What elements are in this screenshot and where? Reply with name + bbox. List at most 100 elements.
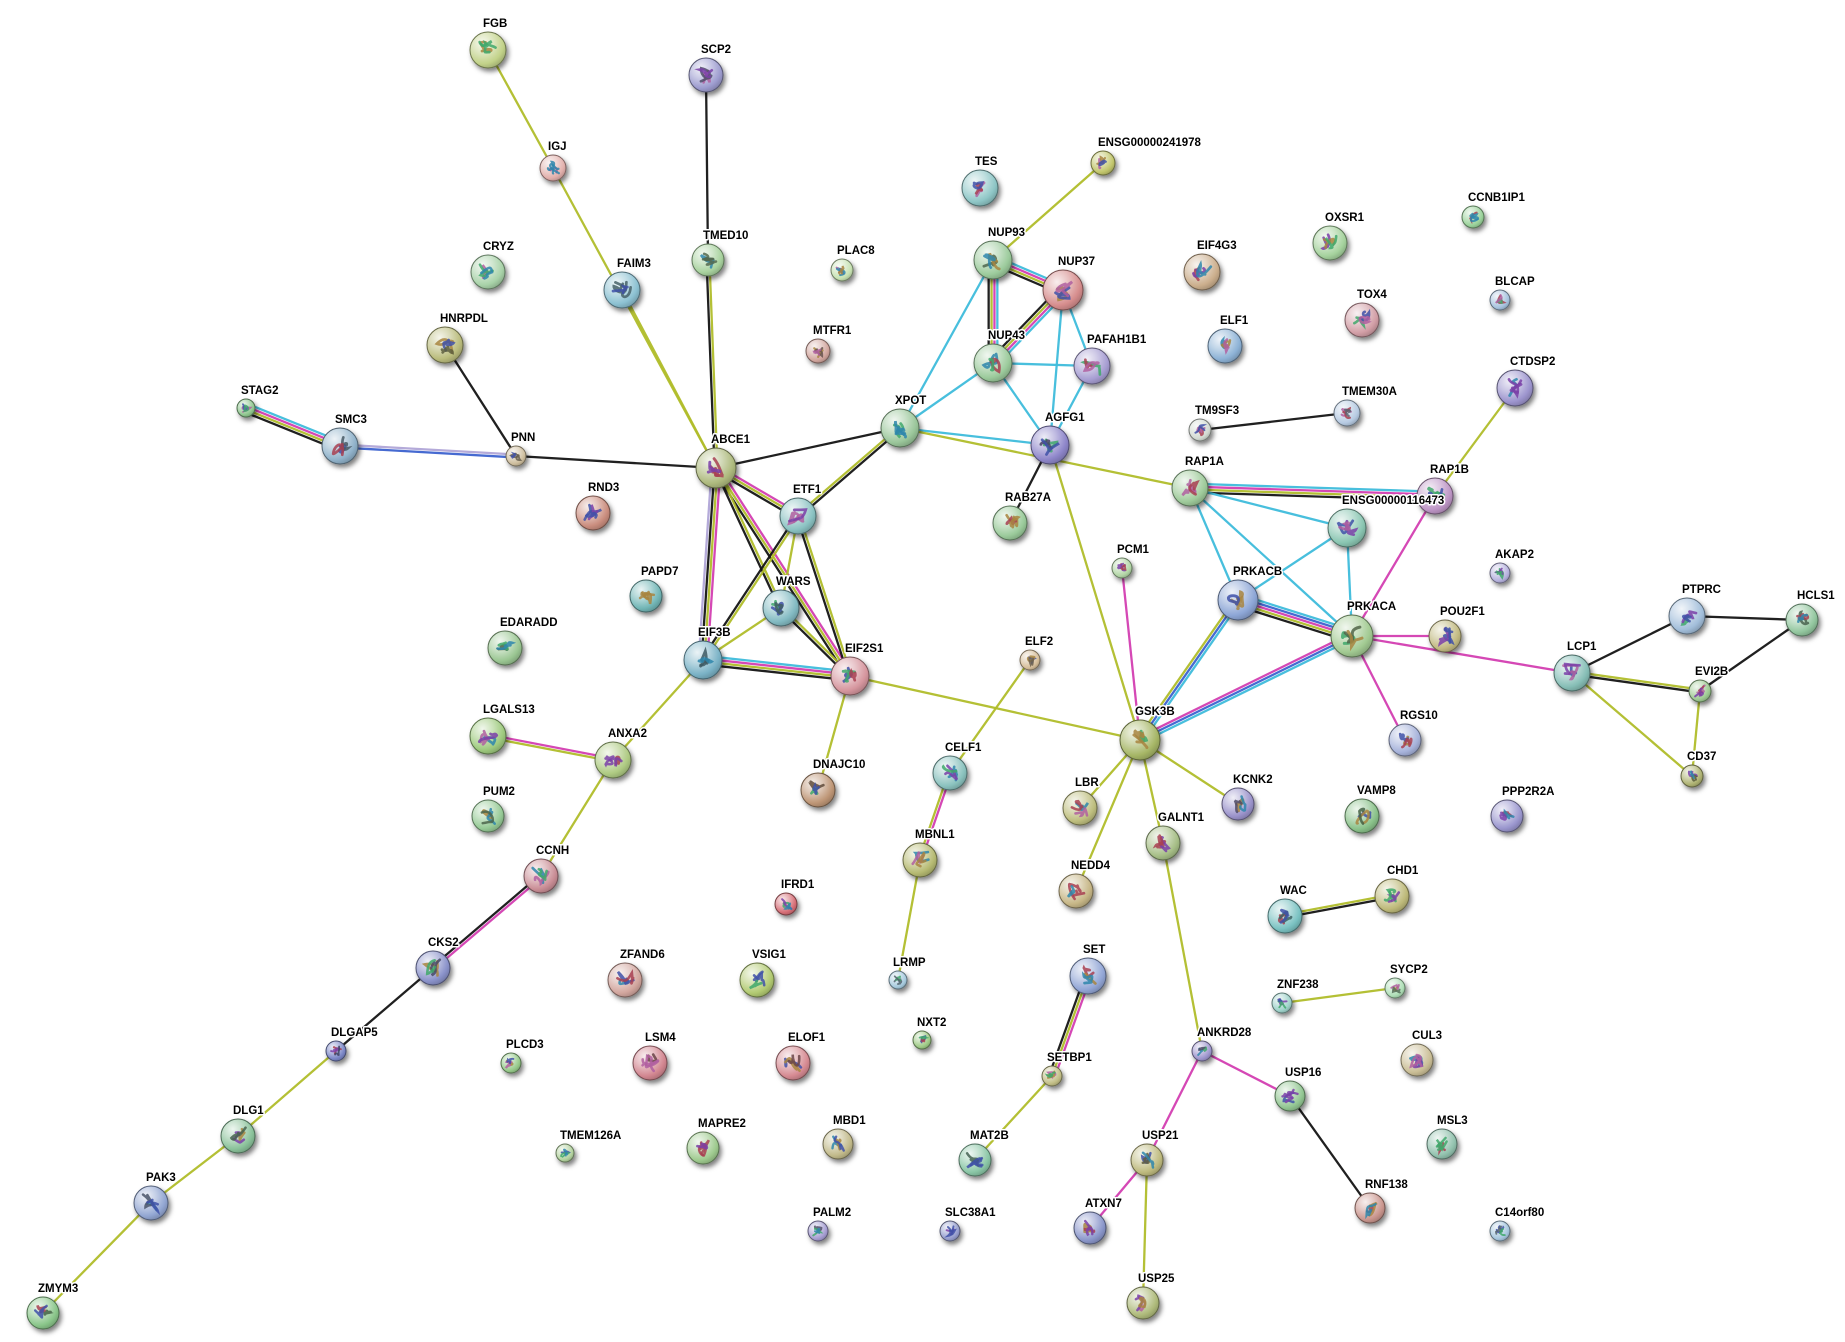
node-PPP2R2A[interactable]: PPP2R2A xyxy=(1490,785,1556,833)
edge-line-database[interactable] xyxy=(1236,526,1349,602)
node-ZFAND6[interactable]: ZFAND6 xyxy=(607,948,666,998)
node-CCNB1IP1[interactable]: CCNB1IP1 xyxy=(1461,191,1527,229)
edge-PRKACA-LCP1[interactable] xyxy=(1350,634,1574,675)
node-LBR[interactable]: LBR xyxy=(1062,776,1101,826)
edge-line-coexpression[interactable] xyxy=(1198,411,1349,432)
edge-line-experimental[interactable] xyxy=(1200,1049,1292,1098)
edge-line-coexpression[interactable] xyxy=(704,73,710,262)
edge-LCP1-CD37[interactable] xyxy=(1570,671,1694,778)
edge-line-database[interactable] xyxy=(898,258,995,430)
node-POU2F1[interactable]: POU2F1 xyxy=(1428,605,1487,653)
edge-line-coexpression[interactable] xyxy=(1188,491,1437,502)
edge-PTPRC-LCP1[interactable] xyxy=(1570,614,1689,675)
edge-RAP1A-ENSG00000116473[interactable] xyxy=(1188,486,1349,530)
edge-line-coexpression[interactable] xyxy=(795,515,850,678)
node-WARS[interactable]: WARS xyxy=(762,575,812,627)
edge-ETF1-XPOT[interactable] xyxy=(795,425,903,519)
node-TMEM126A[interactable]: TMEM126A xyxy=(555,1129,623,1163)
node-VAMP8[interactable]: VAMP8 xyxy=(1344,784,1398,834)
node-SETBP1[interactable]: SETBP1 xyxy=(1041,1051,1094,1087)
edge-ETF1-EIF3B[interactable] xyxy=(700,514,801,662)
edge-ABCE1-WARS[interactable] xyxy=(713,466,784,610)
edge-PAK3-ZMYM3[interactable] xyxy=(41,1201,153,1315)
node-CUL3[interactable]: CUL3 xyxy=(1400,1029,1444,1077)
edge-line-experimental[interactable] xyxy=(1145,1049,1204,1162)
edge-line-textmining[interactable] xyxy=(1048,443,1142,742)
node-SCP2[interactable]: SCP2 xyxy=(688,43,733,93)
node-PNN[interactable]: PNN xyxy=(505,431,537,467)
edge-MBNL1-LRMP[interactable] xyxy=(896,858,922,982)
edge-CCNH-CKS2[interactable] xyxy=(430,873,544,971)
edge-PRKACA-RAP1B[interactable] xyxy=(1350,494,1437,638)
edge-line-experimental[interactable] xyxy=(1120,566,1142,742)
edge-line-coexpression[interactable] xyxy=(1698,618,1804,693)
node-WAC[interactable]: WAC xyxy=(1267,884,1308,934)
edge-line-coexpression[interactable] xyxy=(514,454,718,470)
edge-EVI2B-HCLS1[interactable] xyxy=(1698,618,1804,693)
edge-ENSG00000116473-PRKACB[interactable] xyxy=(1236,526,1349,602)
node-ENSG00000241978[interactable]: ENSG00000241978 xyxy=(1090,136,1203,176)
edge-FGB-IGJ[interactable] xyxy=(486,48,555,170)
node-CHD1[interactable]: CHD1 xyxy=(1374,864,1420,914)
node-EVI2B[interactable]: EVI2B xyxy=(1688,665,1730,703)
edge-USP16-RNF138[interactable] xyxy=(1288,1094,1372,1210)
edge-ETF1-EIF2S1[interactable] xyxy=(795,514,853,678)
node-RND3[interactable]: RND3 xyxy=(575,481,621,531)
edge-line-textmining[interactable] xyxy=(948,658,1032,775)
edge-line-cooccurrence[interactable] xyxy=(1138,634,1354,742)
node-RAP1A[interactable]: RAP1A xyxy=(1171,455,1225,507)
edge-line-database[interactable] xyxy=(1188,486,1349,530)
edge-line-coexpression[interactable] xyxy=(1284,896,1394,919)
edge-CKS2-DLGAP5[interactable] xyxy=(334,966,435,1053)
edge-line-coexpression[interactable] xyxy=(712,468,849,679)
edge-TMED10-ABCE1[interactable] xyxy=(705,258,719,470)
node-DLGAP5[interactable]: DLGAP5 xyxy=(325,1026,380,1062)
node-ELF1[interactable]: ELF1 xyxy=(1207,314,1250,364)
edge-ENSG00000241978-NUP93[interactable] xyxy=(991,161,1105,262)
node-EIF2S1[interactable]: EIF2S1 xyxy=(830,642,885,696)
node-PUM2[interactable]: PUM2 xyxy=(471,785,516,833)
edge-line-experimental[interactable] xyxy=(717,465,854,676)
node-NEDD4[interactable]: NEDD4 xyxy=(1058,859,1112,909)
node-HNRPDL[interactable]: HNRPDL xyxy=(426,312,489,364)
node-PAFAH1B1[interactable]: PAFAH1B1 xyxy=(1073,333,1148,385)
edge-RAP1A-RAP1B[interactable] xyxy=(1188,482,1437,502)
edge-line-textmining[interactable] xyxy=(896,858,922,982)
node-ball[interactable] xyxy=(236,398,256,418)
edge-line-coexpression[interactable] xyxy=(430,873,542,969)
edge-line-textmining[interactable] xyxy=(149,1134,240,1205)
node-MBNL1[interactable]: MBNL1 xyxy=(902,828,957,878)
edge-line-textmining[interactable] xyxy=(1433,386,1517,498)
node-ball[interactable] xyxy=(505,445,527,467)
node-USP25[interactable]: USP25 xyxy=(1126,1272,1177,1320)
edge-AGFG1-NUP37[interactable] xyxy=(1048,288,1065,447)
node-OXSR1[interactable]: OXSR1 xyxy=(1312,211,1366,261)
edge-DLG1-PAK3[interactable] xyxy=(149,1134,240,1205)
node-ATXN7[interactable]: ATXN7 xyxy=(1073,1197,1123,1245)
node-PRKACB[interactable]: PRKACB xyxy=(1217,565,1284,621)
edge-line-textmining[interactable] xyxy=(486,736,614,763)
node-BLCAP[interactable]: BLCAP xyxy=(1489,275,1536,311)
edge-line-textmining[interactable] xyxy=(41,1201,153,1315)
edge-XPOT-NUP93[interactable] xyxy=(898,258,995,430)
edge-line-coexpression[interactable] xyxy=(797,427,903,519)
edge-line-homology[interactable] xyxy=(338,443,518,456)
node-NUP93[interactable]: NUP93 xyxy=(973,226,1027,280)
edge-ABCE1-EIF3B[interactable] xyxy=(697,466,722,662)
edge-SCP2-TMED10[interactable] xyxy=(704,73,710,262)
node-MAPRE2[interactable]: MAPRE2 xyxy=(686,1117,747,1165)
edge-line-textmining[interactable] xyxy=(1161,841,1204,1053)
node-ball[interactable] xyxy=(426,326,464,364)
node-NUP43[interactable]: NUP43 xyxy=(973,329,1027,383)
edge-TM9SF3-TMEM30A[interactable] xyxy=(1198,411,1349,432)
edge-line-textmining[interactable] xyxy=(703,515,801,662)
edge-PNN-ABCE1[interactable] xyxy=(514,454,718,470)
edge-DLGAP5-DLG1[interactable] xyxy=(236,1049,338,1138)
node-FGB[interactable]: FGB xyxy=(469,17,509,69)
node-ABCE1[interactable]: ABCE1 xyxy=(695,433,752,489)
node-AGFG1[interactable]: AGFG1 xyxy=(1030,411,1087,465)
edge-line-textmining[interactable] xyxy=(620,288,718,470)
edge-line-textmining[interactable] xyxy=(1136,597,1237,740)
node-RNF138[interactable]: RNF138 xyxy=(1354,1178,1410,1224)
edge-line-textmining[interactable] xyxy=(539,758,615,878)
